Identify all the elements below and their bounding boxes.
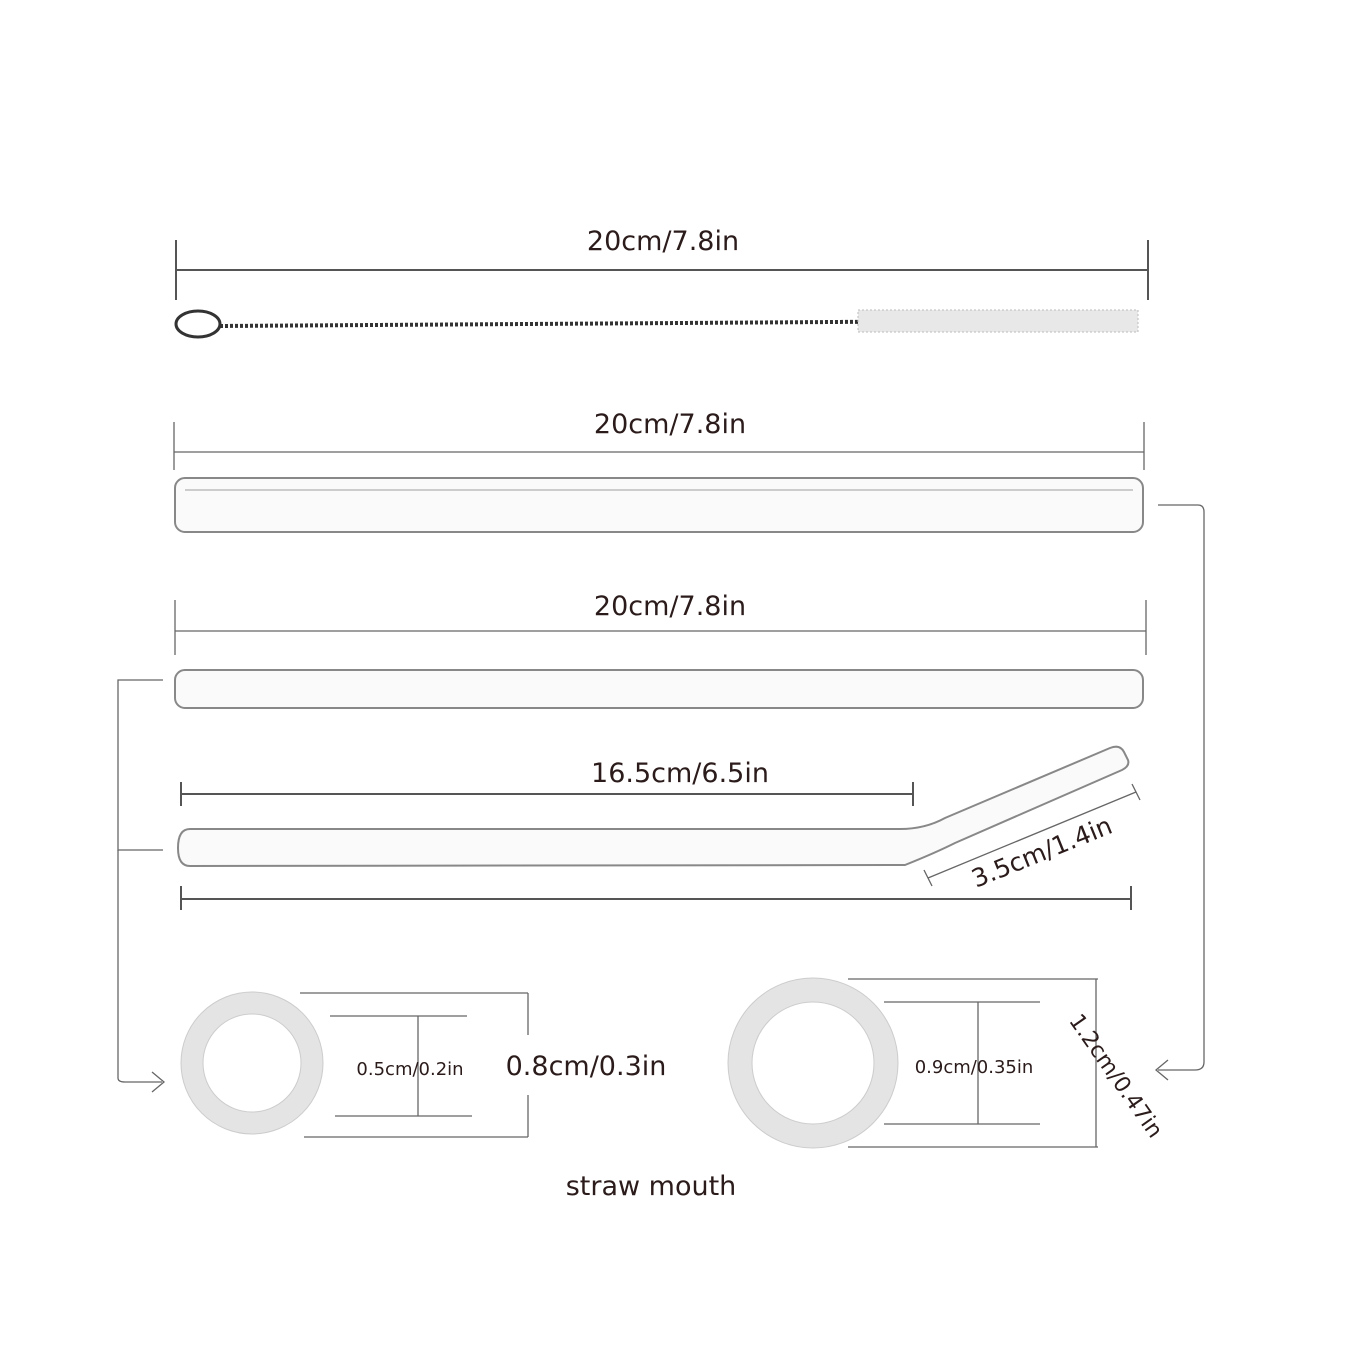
narrow-outer-diameter-label: 0.8cm/0.3in [506,1051,667,1082]
bent-straight-length-label: 16.5cm/6.5in [591,758,769,789]
arrow-to-narrow-mouth [117,850,166,1093]
narrow-straw-length-label: 20cm/7.8in [594,591,746,622]
arrow-to-wide-mouth [1154,504,1205,1081]
wide-straw-mouth: 0.9cm/0.35in 1.2cm/0.47in [727,977,1168,1149]
wide-straw [174,477,1144,533]
wide-straw-dimension: 20cm/7.8in [173,409,1145,470]
narrow-straw-dimension: 20cm/7.8in [174,591,1147,655]
narrow-straw-mouth: 0.5cm/0.2in 0.8cm/0.3in [180,991,667,1138]
brush-dimension: 20cm/7.8in [175,226,1149,300]
brush-length-label: 20cm/7.8in [587,226,739,257]
bracket-narrow [117,679,163,851]
wide-inner-diameter-label: 0.9cm/0.35in [915,1057,1034,1078]
narrow-straw [174,669,1144,709]
caption-straw-mouth: straw mouth [566,1171,737,1202]
wide-outer-diameter-label: 1.2cm/0.47in [1064,1010,1168,1143]
narrow-inner-diameter-label: 0.5cm/0.2in [356,1059,463,1080]
cleaning-brush [174,309,1141,339]
bent-straw [176,745,1130,868]
wide-straw-length-label: 20cm/7.8in [594,409,746,440]
